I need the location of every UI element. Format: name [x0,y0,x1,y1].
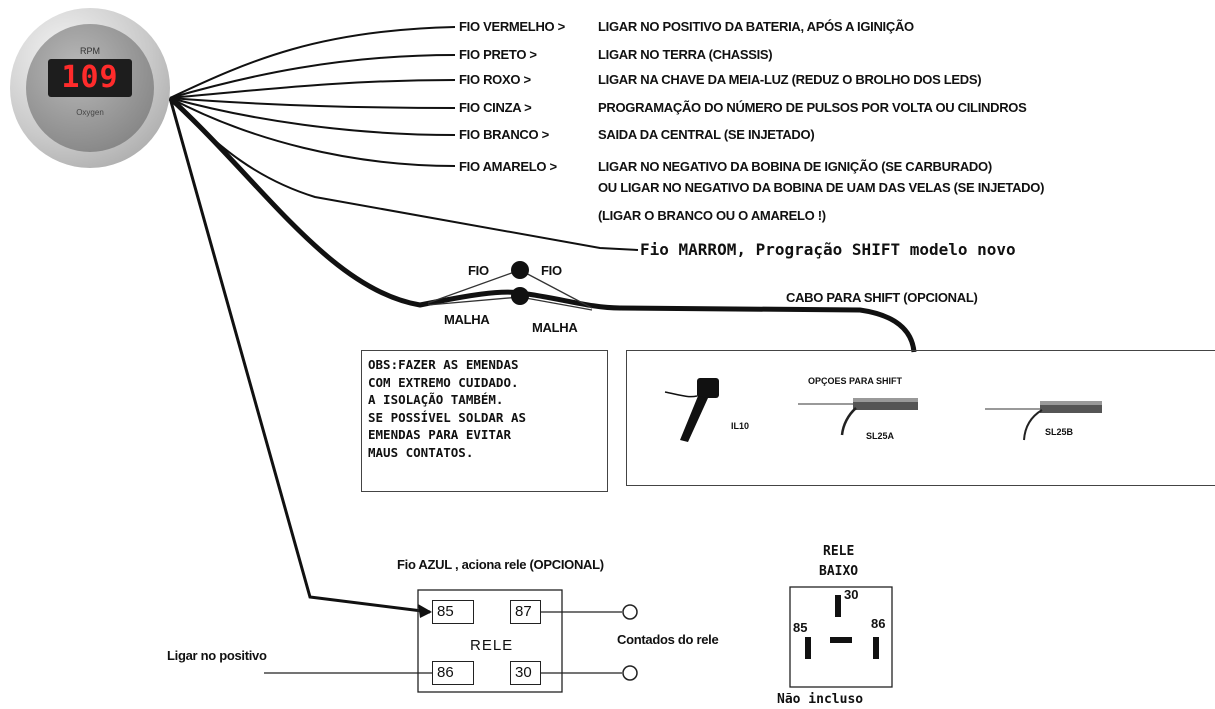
relay-box [417,589,563,693]
wire-label-vermelho: FIO VERMELHO > [459,19,565,34]
wire-note: (LIGAR O BRANCO OU O AMARELO !) [598,208,826,223]
wire-instruction-roxo: LIGAR NA CHAVE DA MEIA-LUZ (REDUZ O BROL… [598,72,982,87]
sensor-sl25b-label: SL25B [1045,427,1074,437]
shift-options-title: OPÇOES PARA SHIFT [808,376,903,386]
wire-label-amarelo: FIO AMARELO > [459,159,557,174]
relay-bottom-pin-86: 86 [871,616,886,631]
splice-dot-fio [511,261,529,279]
obs-line: MAUS CONTATOS. [368,444,474,460]
relay-bottom-title-2: BAIXO [819,564,859,579]
relay-bottom-pin-85: 85 [793,620,808,635]
relay-label: RELE [470,637,514,654]
relay-bottom-title-1: RELE [823,544,855,559]
obs-line: EMENDAS PARA EVITAR [368,427,511,442]
shift-cable [168,96,917,353]
relay-pin-87: 87 [510,600,541,624]
relay-positive-label: Ligar no positivo [167,648,267,663]
sensor-sl25a-icon [798,398,918,436]
splice-malha-right: MALHA [532,320,578,335]
wire-label-roxo: FIO ROXO > [459,72,531,87]
gauge-display: 109 [48,59,132,97]
wire-roxo [169,79,456,99]
wire-label-preto: FIO PRETO > [459,47,537,62]
contact-87-terminal [622,604,638,620]
relay-pin-85: 85 [432,600,474,624]
wire-instruction-vermelho: LIGAR NO POSITIVO DA BATERIA, APÓS A IGI… [598,19,914,34]
wire-branco [169,97,456,136]
relay-contacts-label: Contados do rele [617,632,719,647]
wire-label-branco: FIO BRANCO > [459,127,549,142]
obs-line: COM EXTREMO CUIDADO. [368,374,519,390]
wire-marrom [169,97,639,251]
sensor-sl25b-icon [985,401,1102,441]
obs-line: A ISOLAÇÃO TAMBÉM. [368,392,504,407]
relay-bottom-note: Não incluso [777,692,864,707]
wire-amarelo [169,97,456,167]
shift-cable-label: CABO PARA SHIFT (OPCIONAL) [786,290,978,305]
relay-caption: Fio AZUL , aciona rele (OPCIONAL) [397,557,604,572]
obs-line: SE POSSÍVEL SOLDAR AS [368,409,527,425]
obs-note-box: OBS:FAZER AS EMENDAS COM EXTREMO CUIDADO… [361,350,608,492]
gauge-brand: Oxygen [76,108,104,117]
relay-pin-30: 30 [510,661,541,685]
sensor-il10-label: IL10 [731,421,750,431]
wire-label-cinza: FIO CINZA > [459,100,532,115]
wire-instruction-cinza: PROGRAMAÇÃO DO NÚMERO DE PULSOS POR VOLT… [598,100,1027,115]
wire-azul-arrow [418,604,432,618]
wire-preto [169,54,456,99]
tachometer-gauge: RPM 109 Oxygen [10,8,170,168]
relay-bottom-box [789,586,893,688]
wire-azul [168,97,431,614]
obs-line: OBS:FAZER AS EMENDAS [368,357,519,372]
relay-bottom-pin-30: 30 [844,587,859,602]
wire-label-marrom: Fio MARROM, Progração SHIFT modelo novo [640,240,1016,259]
wire-vermelho [169,26,456,99]
shift-options-box [626,350,1215,486]
sensor-il10-icon [664,378,719,442]
wire-instruction-preto: LIGAR NO TERRA (CHASSIS) [598,47,773,62]
wire-instruction-amarelo: LIGAR NO NEGATIVO DA BOBINA DE IGNIÇÃO (… [598,159,992,174]
wire-instruction-amarelo-2: OU LIGAR NO NEGATIVO DA BOBINA DE UAM DA… [598,180,1045,195]
splice-malha-left: MALHA [444,312,490,327]
wire-cinza [169,97,456,109]
sensor-sl25a-label: SL25A [866,431,895,441]
contact-30-terminal [622,665,638,681]
gauge-rpm-label: RPM [80,46,100,56]
wire-instruction-branco: SAIDA DA CENTRAL (SE INJETADO) [598,127,815,142]
relay-pin-86: 86 [432,661,474,685]
splice-fio-right: FIO [541,263,562,278]
splice-dot-malha [511,287,529,305]
splice-fio-left: FIO [468,263,489,278]
